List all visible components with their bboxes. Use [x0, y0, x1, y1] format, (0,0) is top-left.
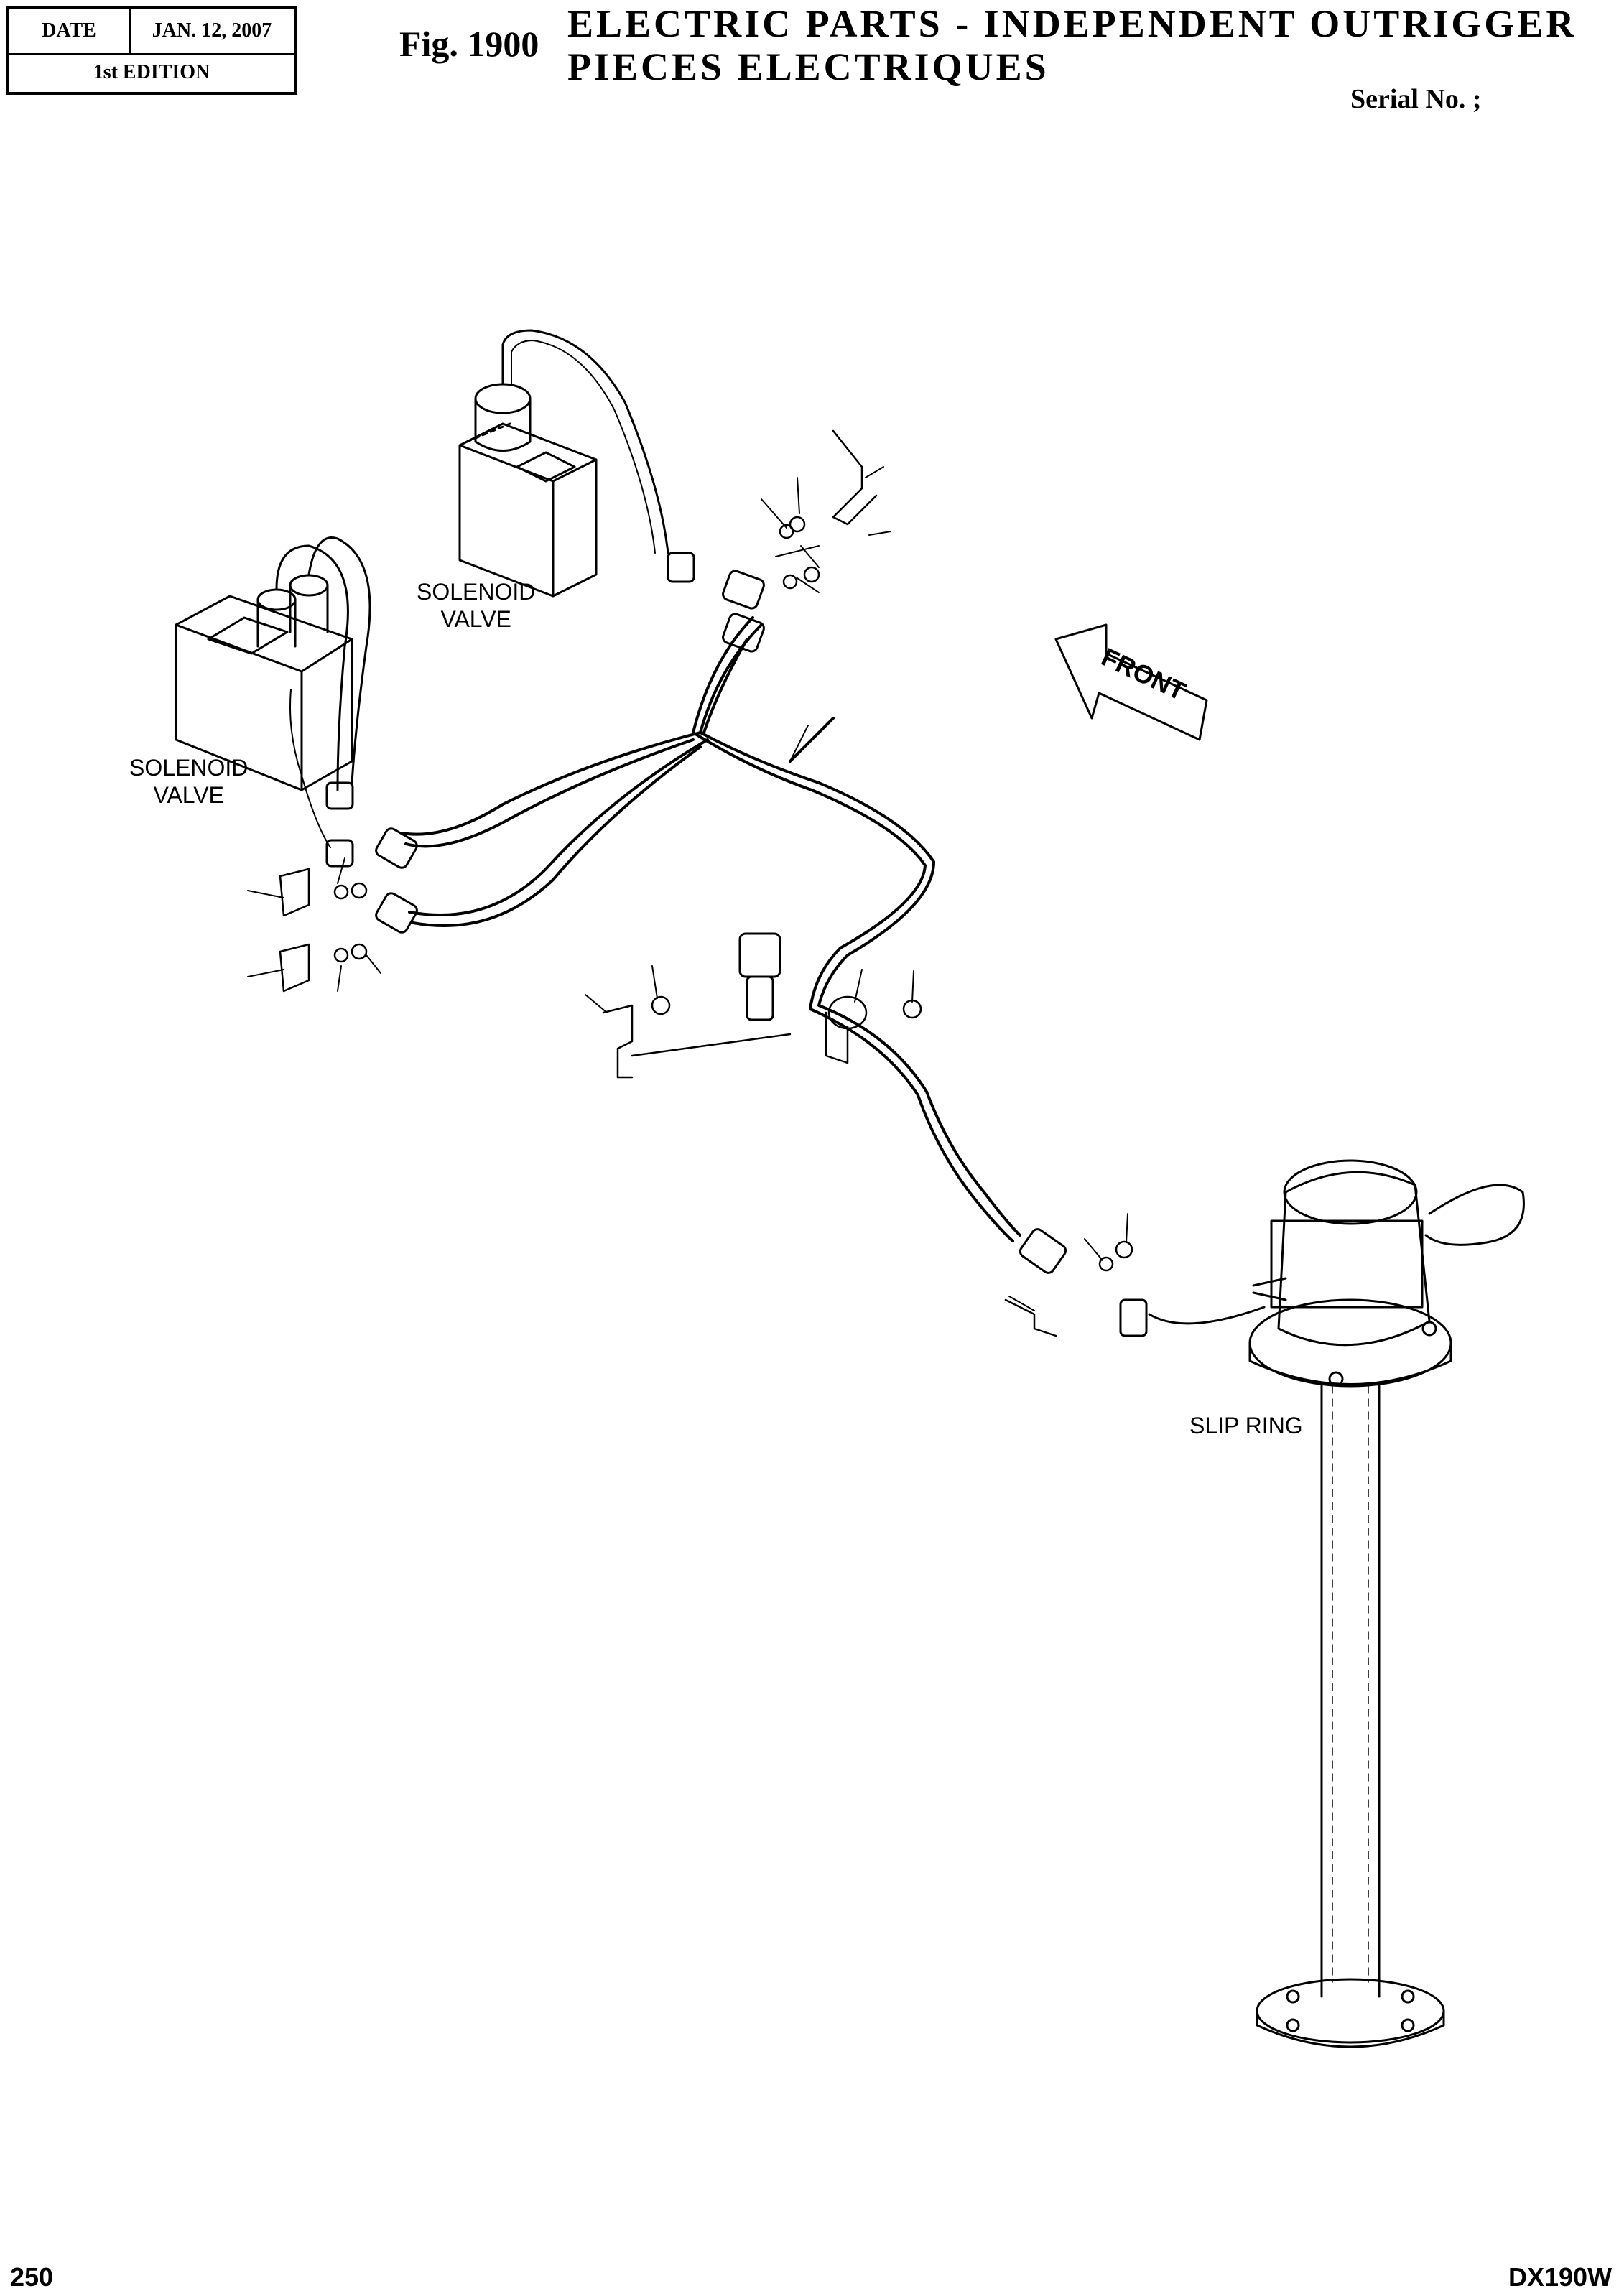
label-line-1: SOLENOID [417, 579, 536, 605]
leader-lines [247, 466, 1128, 1311]
label-slip-ring: SLIP RING [1189, 1413, 1303, 1439]
label-line-2: VALVE [440, 606, 511, 632]
serial-number: Serial No. ; [1350, 84, 1482, 114]
clamp-brackets [279, 429, 1133, 1337]
label-line-2: VALVE [153, 782, 224, 808]
label-solenoid-valve-left: SOLENOID VALVE [129, 754, 248, 809]
page-number: 250 [10, 2262, 54, 2292]
wiring-harness [401, 616, 1021, 1242]
solenoid-valve-upper [458, 329, 695, 598]
label-line-1: SOLENOID [129, 755, 249, 781]
edition-label: 1st EDITION [93, 61, 210, 83]
figure-number: Fig. 1900 [399, 24, 539, 64]
label-solenoid-valve-upper: SOLENOID VALVE [417, 578, 535, 633]
title-french: PIECES ELECTRIQUES [567, 45, 1049, 88]
front-arrow-icon [1054, 623, 1208, 741]
connectors [375, 570, 1067, 1274]
model-code: DX190W [1508, 2262, 1613, 2292]
slip-ring-assembly [1119, 1159, 1525, 2048]
edition-box: DATE JAN. 12, 2007 1st EDITION [6, 6, 297, 95]
date-row [9, 9, 294, 55]
date-value: JAN. 12, 2007 [152, 19, 272, 42]
date-label: DATE [9, 9, 131, 53]
title-english: ELECTRIC PARTS - INDEPENDENT OUTRIGGER [567, 2, 1577, 45]
solenoid-valve-left [175, 536, 371, 868]
